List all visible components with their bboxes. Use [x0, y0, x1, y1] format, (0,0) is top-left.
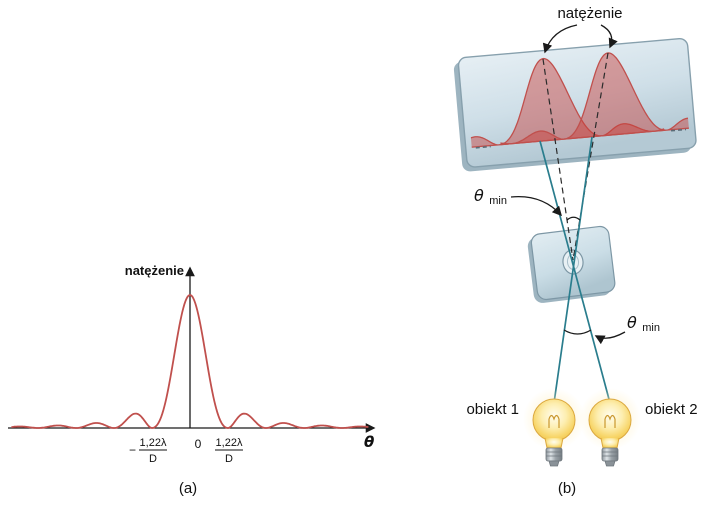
tick-left-numerator: 1,22λ [140, 437, 167, 449]
tick-left-denominator: D [149, 453, 157, 465]
caption-a: (a) [179, 480, 197, 497]
detector-screen [453, 37, 697, 172]
y-axis-label: natężenie [125, 263, 184, 278]
light-bulb-1 [522, 387, 586, 467]
tick-right-fraction: 1,22λ D [215, 437, 243, 465]
theta-min-arrow-upper [510, 195, 562, 217]
tick-zero: 0 [195, 437, 202, 451]
object1-label: obiekt 1 [466, 401, 519, 418]
light-bulb-2 [578, 387, 642, 467]
baseline-dash-right [670, 128, 687, 132]
minus-sign: − [129, 443, 136, 457]
tick-right-numerator: 1,22λ [216, 437, 243, 449]
screen-face [457, 37, 697, 168]
theta-min-label-lower: θ min [627, 313, 660, 334]
baseline-dash-left [475, 145, 491, 149]
diffraction-intensity-curve [11, 294, 369, 429]
tick-left-fraction: − 1,22λ D [129, 437, 167, 465]
theta-subscript: min [489, 195, 507, 207]
intensity-arrow-right [600, 24, 618, 49]
intensity-arrow-left [542, 24, 578, 54]
caption-b: (b) [558, 480, 576, 497]
intensity-label: natężenie [557, 5, 622, 22]
x-axis-label: θ [364, 433, 374, 451]
tick-right-denominator: D [225, 453, 233, 465]
angle-arc-upper [566, 216, 581, 221]
angle-arc-lower [563, 329, 592, 335]
light-ray-object2 [539, 140, 611, 404]
dashed-ray-left [542, 58, 574, 261]
panel-a: natężenie θ 0 − 1,22λ D 1,22λ D (a) [8, 263, 376, 497]
object2-label: obiekt 2 [645, 401, 698, 418]
theta-min-arrow-lower [594, 331, 626, 345]
panel-b: θ min θ min natężenie obiekt 1 obiekt 2 … [453, 5, 698, 497]
theta-symbol: θ [474, 186, 484, 205]
intensity-peak-right [500, 52, 691, 146]
light-ray-object1 [553, 136, 593, 404]
theta-subscript: min [642, 322, 660, 334]
lens [527, 225, 616, 303]
theta-symbol: θ [627, 313, 637, 332]
theta-min-label-upper: θ min [474, 186, 507, 207]
